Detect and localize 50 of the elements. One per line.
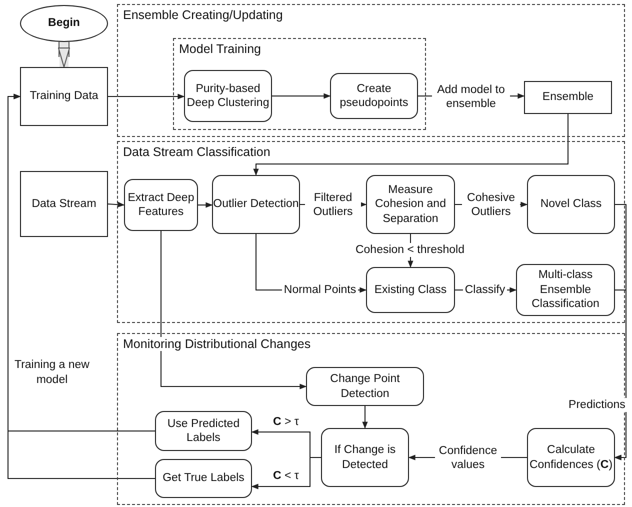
arrow	[108, 202, 125, 208]
process-box	[321, 428, 409, 487]
edge-label: Classify	[463, 283, 507, 298]
box-label: Novel Class	[540, 197, 602, 212]
process-box	[527, 175, 615, 234]
box-label: Existing Class	[374, 282, 447, 298]
box-label: Use Predicted Labels	[166, 416, 241, 446]
process-box	[155, 459, 252, 498]
data-box	[20, 67, 108, 126]
arrow	[198, 202, 213, 208]
process-box	[527, 428, 615, 487]
box-label: Multi-class Ensemble Classification	[530, 268, 600, 312]
arrow	[253, 114, 568, 176]
box-label: Create pseudopoints	[338, 82, 410, 110]
box-label: Change Point Detection	[329, 372, 401, 401]
group-title: Data Stream Classification	[123, 145, 270, 159]
arrow	[614, 290, 626, 460]
process-box	[306, 367, 424, 406]
box-label: Get True Labels	[162, 471, 244, 486]
box-label: Measure Cohesion and Separation	[374, 182, 447, 226]
data-box	[524, 81, 612, 114]
box-label: Begin	[48, 16, 80, 31]
box-label: Extract Deep Features	[126, 190, 196, 220]
arrow	[272, 93, 331, 99]
box-label: Training Data	[30, 89, 98, 104]
box-label: Ensemble	[542, 90, 594, 105]
arrow	[108, 94, 185, 100]
arrow	[251, 457, 322, 490]
box-label: Outlier Detection	[213, 197, 299, 212]
note-label: Training a new model	[14, 358, 90, 388]
group-title: Ensemble Creating/Updating	[123, 8, 283, 22]
hollow-arrow	[58, 42, 70, 68]
group-title: Monitoring Distributional Changes	[123, 337, 311, 351]
process-box	[155, 411, 252, 451]
arrow	[362, 406, 368, 429]
box-label: Calculate Confidences (C)	[528, 443, 614, 472]
box-label: If Change is Detected	[333, 443, 397, 472]
process-box	[366, 267, 455, 313]
process-box	[330, 73, 418, 119]
process-box	[516, 264, 615, 316]
data-box	[20, 171, 108, 237]
arrow	[160, 230, 307, 390]
process-box	[184, 70, 272, 122]
box-label: Purity-based Deep Clustering	[186, 82, 270, 110]
process-box	[124, 179, 198, 231]
dashed-group-frame	[173, 38, 426, 130]
process-box	[212, 175, 300, 234]
box-label: Data Stream	[32, 196, 96, 212]
group-title: Model Training	[179, 42, 261, 56]
process-box	[366, 175, 455, 234]
